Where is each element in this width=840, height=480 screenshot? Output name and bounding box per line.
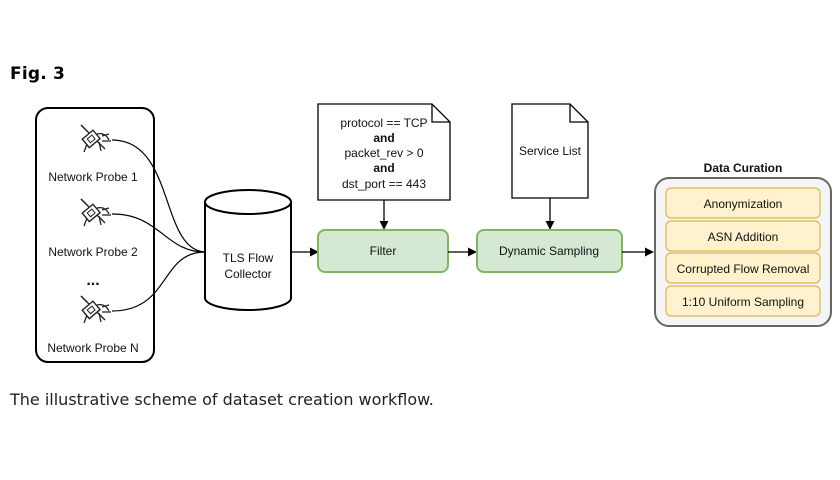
service-list-label: Service List: [519, 144, 582, 158]
probe-label: Network Probe 1: [48, 170, 138, 184]
probe-label: Network Probe 2: [48, 245, 138, 259]
dynamic-sampling-label: Dynamic Sampling: [499, 244, 599, 258]
curation-step-label: 1:10 Uniform Sampling: [682, 295, 804, 309]
curation-step: [665, 285, 821, 317]
filter-condition-line: and: [373, 161, 394, 175]
dynamic-sampling-box: [476, 229, 623, 273]
filter-condition-document: [317, 103, 451, 201]
probe-connector: [111, 213, 206, 253]
filter-condition-line: and: [373, 131, 394, 145]
probe-label: Network Probe N: [47, 341, 138, 355]
figure-label: Fig. 3: [10, 64, 66, 84]
probe-connector: [111, 139, 206, 253]
probe-connector: [111, 251, 206, 312]
probe-ellipsis: ...: [86, 272, 99, 289]
curation-step-label: Anonymization: [704, 197, 783, 211]
collector-label: Collector: [224, 267, 271, 281]
curation-step: [665, 220, 821, 252]
collector-database: [204, 189, 292, 311]
probes-container: [35, 107, 155, 363]
curation-step: [665, 252, 821, 284]
collector-label: TLS Flow: [223, 251, 274, 265]
data-curation-title: Data Curation: [704, 161, 783, 175]
service-list-document: [511, 103, 589, 199]
filter-label: Filter: [370, 244, 397, 258]
curation-step-label: ASN Addition: [708, 230, 779, 244]
curation-step-label: Corrupted Flow Removal: [677, 262, 810, 276]
filter-condition-line: protocol == TCP: [340, 116, 427, 130]
filter-box: [317, 229, 449, 273]
figure-caption: The illustrative scheme of dataset creat…: [10, 390, 434, 409]
filter-condition-line: packet_rev > 0: [344, 146, 423, 160]
filter-condition-line: dst_port == 443: [342, 177, 426, 191]
curation-step: [665, 187, 821, 219]
